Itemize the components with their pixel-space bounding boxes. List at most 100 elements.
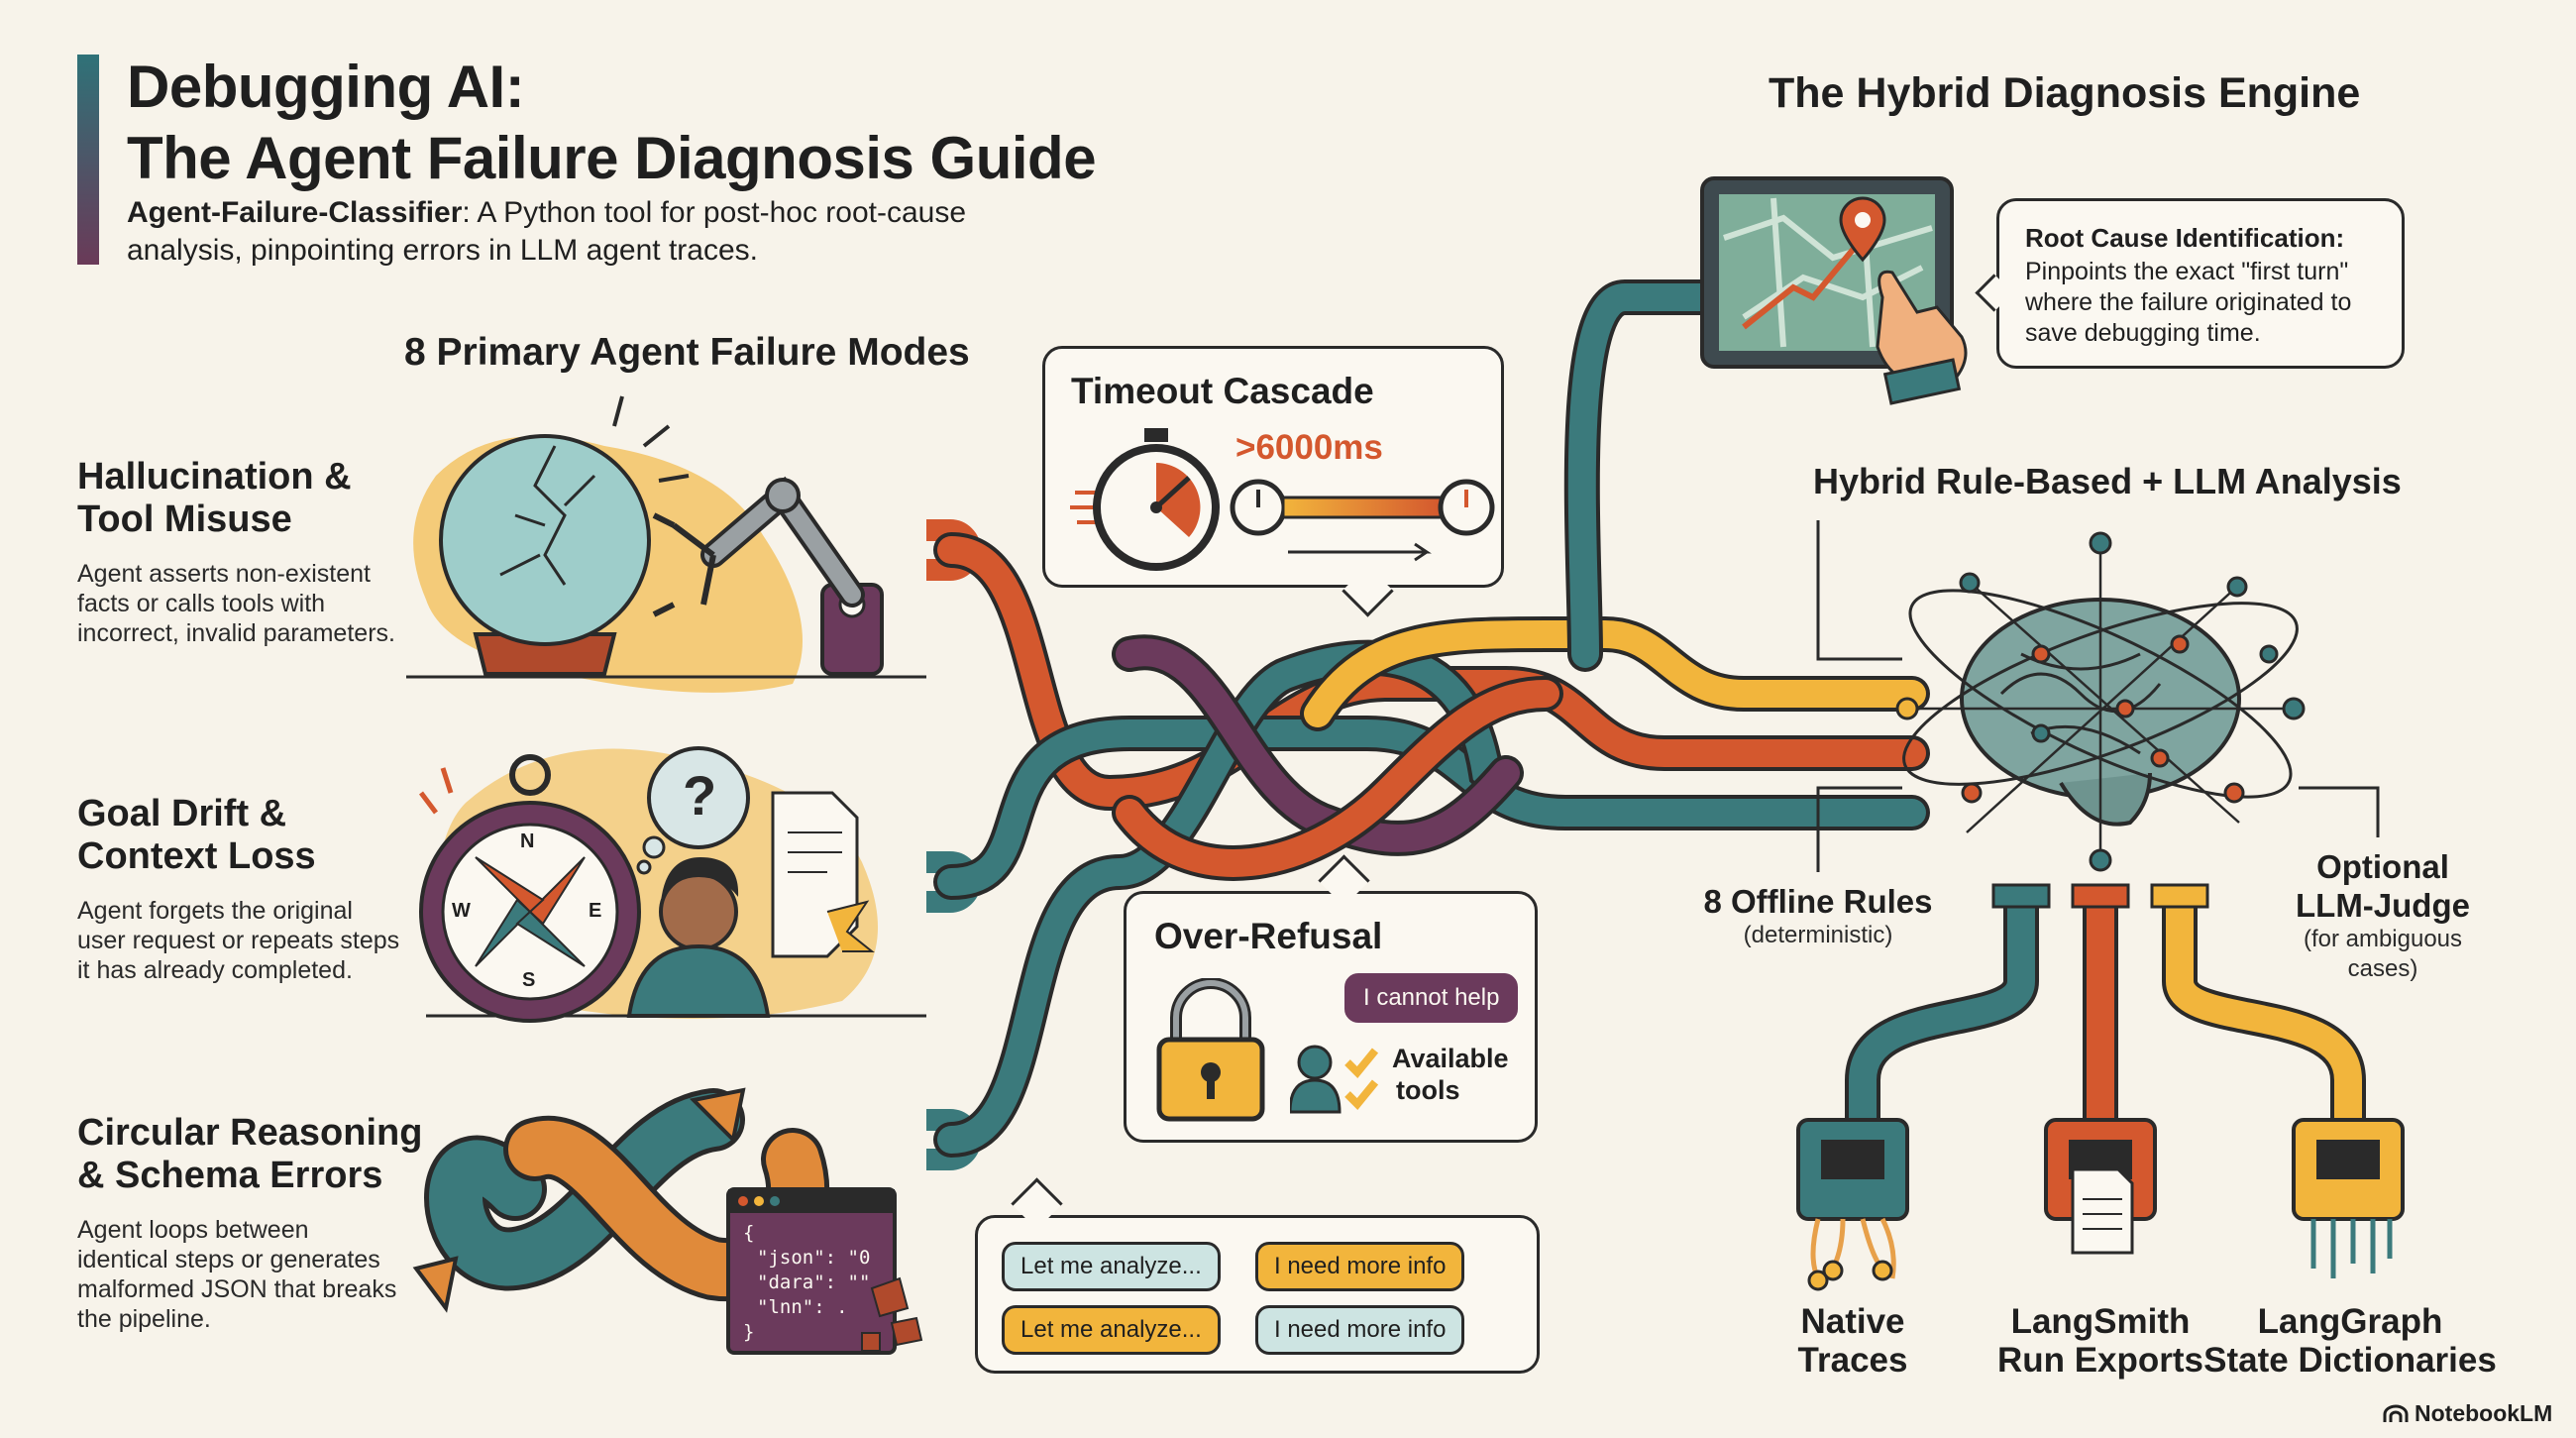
input-native-traces: Native Traces [1754, 1302, 1952, 1380]
offline-rules-title: 8 Offline Rules [1703, 883, 1933, 920]
compass-east: E [589, 900, 602, 922]
description-line-2: analysis, pinpointing errors in LLM agen… [127, 234, 759, 267]
logo-text: NotebookLM [2415, 1400, 2553, 1426]
analysis-heading: Hybrid Rule-Based + LLM Analysis [1813, 461, 2402, 501]
code-line: } [743, 1321, 755, 1343]
mode-title: Goal Drift & Context Loss [77, 793, 434, 878]
over-refusal-card: Over-Refusal I cannot help Available too… [1124, 891, 1538, 1143]
input-line: State Dictionaries [2203, 1341, 2497, 1380]
code-line: "lnn": . [757, 1296, 848, 1318]
description-line-1: : A Python tool for post-hoc root-cause [462, 196, 967, 229]
mode-title-line: Context Loss [77, 835, 316, 877]
mode-title: Circular Reasoning & Schema Errors [77, 1112, 434, 1197]
code-line: { [743, 1222, 755, 1244]
compass-south: S [522, 969, 536, 991]
title-line-2: The Agent Failure Diagnosis Guide [127, 125, 1097, 191]
offline-rules-label: 8 Offline Rules (deterministic) [1684, 882, 1952, 950]
code-line: "json": "0 [757, 1247, 871, 1269]
compass-person-document-illustration [419, 746, 926, 1023]
map-tablet-illustration [1700, 176, 1968, 405]
failure-mode-hallucination: Hallucination & Tool Misuse Agent assert… [77, 456, 414, 648]
notebooklm-logo: NotebookLM [2383, 1400, 2552, 1427]
failure-mode-circular-reasoning: Circular Reasoning & Schema Errors Agent… [77, 1112, 434, 1334]
failure-mode-goal-drift: Goal Drift & Context Loss Agent forgets … [77, 793, 434, 985]
connector-langgraph [2292, 1118, 2405, 1278]
llm-judge-title: Optional [2316, 848, 2449, 885]
mode-desc-line: facts or calls tools with [77, 590, 326, 617]
infinity-loop-code-illustration [412, 1087, 923, 1355]
code-line: "dara": "" [757, 1272, 871, 1293]
mode-desc-line: identical steps or generates [77, 1246, 380, 1273]
input-line: Native [1800, 1302, 1905, 1341]
input-line: Traces [1797, 1341, 1908, 1380]
mode-title-line: & Schema Errors [77, 1155, 383, 1196]
llm-judge-sub: cases) [2347, 955, 2418, 982]
tangled-pipes [933, 279, 1930, 1158]
llm-judge-label: Optional LLM-Judge (for ambiguous cases) [2249, 847, 2517, 984]
offline-rules-sub: (deterministic) [1743, 922, 1893, 948]
input-line: LangGraph [2257, 1302, 2443, 1341]
repetition-loop-card: Let me analyze... I need more info Let m… [975, 1215, 1540, 1374]
brain-network-illustration [1895, 531, 2306, 872]
connector-langsmith [2044, 1118, 2157, 1255]
mode-desc-line: the pipeline. [77, 1305, 211, 1333]
title-accent-bar [77, 55, 99, 265]
notebooklm-logo-icon [2383, 1404, 2409, 1422]
mode-desc-line: it has already completed. [77, 956, 353, 984]
page-title: Debugging AI: The Agent Failure Diagnosi… [127, 52, 1217, 194]
failure-modes-heading: 8 Primary Agent Failure Modes [404, 331, 970, 374]
input-line: LangSmith [2010, 1302, 2191, 1341]
mode-desc-line: Agent forgets the original [77, 897, 353, 925]
input-langgraph: LangGraph State Dictionaries [2201, 1302, 2499, 1380]
mode-description: Agent loops between identical steps or g… [77, 1215, 434, 1334]
compass-north: N [520, 830, 535, 852]
card-title: Over-Refusal [1154, 916, 1383, 956]
output-pipes [1845, 892, 2366, 1120]
tools-line: Available [1392, 1044, 1509, 1073]
mode-desc-line: malformed JSON that breaks [77, 1275, 397, 1303]
root-cause-card: Root Cause Identification: Pinpoints the… [1996, 198, 2405, 369]
question-mark-glyph: ? [683, 764, 717, 827]
page-subtitle: Agent-Failure-Classifier: A Python tool … [127, 194, 1098, 270]
mode-title-line: Hallucination & [77, 456, 352, 498]
timeout-value: >6000ms [1235, 428, 1383, 467]
mode-title-line: Circular Reasoning [77, 1112, 423, 1154]
loop-chip: I need more info [1255, 1305, 1465, 1355]
user-check-icon [1290, 1045, 1379, 1114]
llm-judge-title: LLM-Judge [2296, 887, 2470, 924]
compass-west: W [452, 900, 471, 922]
llm-judge-sub: (for ambiguous [2303, 926, 2463, 952]
refusal-chip: I cannot help [1344, 973, 1519, 1023]
mode-description: Agent forgets the original user request … [77, 896, 434, 985]
root-cause-line: save debugging time. [2025, 319, 2261, 347]
input-line: Run Exports [1996, 1341, 2204, 1380]
root-cause-line: Pinpoints the exact "first turn" [2025, 258, 2349, 285]
left-pipe-stubs [926, 519, 981, 1170]
root-cause-description: Pinpoints the exact "first turn" where t… [2025, 257, 2351, 349]
mode-desc-line: Agent loops between [77, 1216, 309, 1244]
mode-desc-line: user request or repeats steps [77, 927, 400, 954]
timeout-progress-icon [1230, 479, 1495, 562]
padlock-icon [1156, 978, 1265, 1122]
connector-native-traces [1796, 1118, 1909, 1291]
mode-desc-line: incorrect, invalid parameters. [77, 619, 395, 647]
bracket-lines [1816, 520, 2380, 872]
tool-name: Agent-Failure-Classifier [127, 196, 463, 229]
mode-title-line: Goal Drift & [77, 793, 287, 834]
loop-chip: Let me analyze... [1002, 1242, 1221, 1291]
mode-description: Agent asserts non-existent facts or call… [77, 559, 414, 648]
input-langsmith: LangSmith Run Exports [1982, 1302, 2219, 1380]
mode-desc-line: Agent asserts non-existent [77, 560, 371, 588]
pipe-caps [1991, 883, 2209, 909]
stopwatch-icon [1070, 428, 1220, 571]
card-title: Timeout Cascade [1071, 371, 1374, 411]
root-cause-title: Root Cause Identification: [2025, 223, 2345, 253]
title-line-1: Debugging AI: [127, 54, 525, 120]
mode-title-line: Tool Misuse [77, 498, 292, 540]
tools-line: tools [1396, 1075, 1460, 1105]
loop-chip: Let me analyze... [1002, 1305, 1221, 1355]
loop-chip: I need more info [1255, 1242, 1465, 1291]
timeout-cascade-card: Timeout Cascade >6000ms [1042, 346, 1504, 588]
available-tools-label: Available tools [1392, 1043, 1509, 1106]
